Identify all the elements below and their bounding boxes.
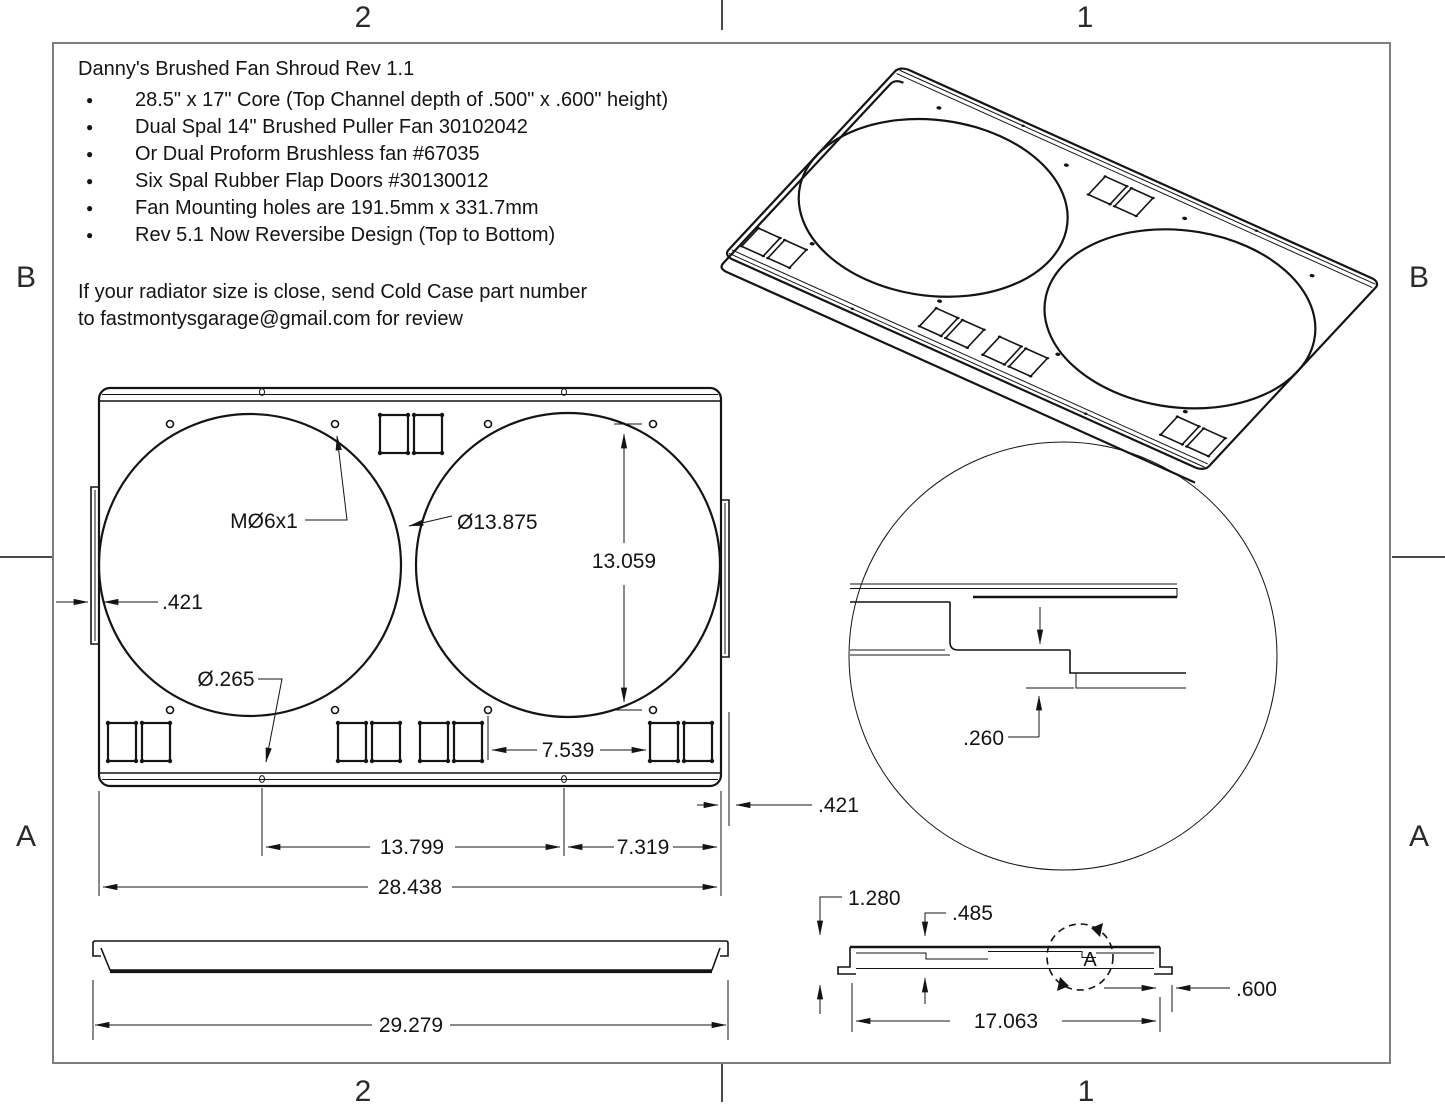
note-text: 28.5" x 17" Core (Top Channel depth of .… [135,89,669,111]
zone-label-top-1: 1 [1076,1,1094,34]
note-bullet: ● Dual Spal 14" Brushed Puller Fan 301020… [78,114,718,141]
note-text: Rev 5.1 Now Reversibe Design (Top to Bot… [135,224,556,246]
contact-line: If your radiator size is close, send Col… [78,281,588,303]
detail-callout-circle [1046,923,1114,991]
detail-callout-label: A [1083,949,1097,971]
dim-section-height: 1.280 [848,887,901,910]
drawing-title: Danny's Brushed Fan Shroud Rev 1.1 [78,58,415,80]
iso-fan-opening-right [995,194,1365,444]
zone-label-left-a: A [15,820,37,853]
iso-mounting-holes [809,106,1315,415]
dim-strip-hole-spacing: 13.799 [380,836,444,859]
contact-note: If your radiator size is close, send Col… [78,279,718,333]
isometric-view [718,66,1380,483]
dim-mount-hole-dia: Ø.265 [197,668,254,691]
note-text: Dual Spal 14" Brushed Puller Fan 3010204… [135,116,528,138]
front-view: MØ6x1 Ø13.875 13.059 .421 Ø.265 7.539 .4… [56,386,859,899]
dim-right-edge-offset: .421 [818,794,859,817]
fan-opening-right [414,411,722,719]
detail-callout-arrow [1057,977,1069,991]
note-bullet: ● Rev 5.1 Now Reversibe Design (Top to Bo… [78,222,718,249]
contact-line: to fastmontysgarage@gmail.com for review [78,308,463,330]
note-bullet: ● Fan Mounting holes are 191.5mm x 331.7m… [78,195,718,222]
dim-inner-width: 17.063 [974,1010,1038,1033]
side-view: 29.279 [92,940,729,1040]
note-bullet: ● 28.5" x 17" Core (Top Channel depth of … [78,87,718,114]
zone-label-right-a: A [1408,820,1430,853]
zone-label-right-b: B [1408,261,1430,294]
iso-flap-door-openings [739,80,1364,458]
note-text: Fan Mounting holes are 191.5mm x 331.7mm [135,197,539,219]
dim-strip-hole-edge: 7.319 [617,836,670,859]
iso-fan-opening-left [750,84,1117,332]
dim-fan-hole-vspacing: 13.059 [592,550,656,573]
bullet-icon: ● [86,228,94,242]
bullet-icon: ● [86,93,94,107]
zone-tick-top [721,0,723,30]
dim-left-edge-offset: .421 [162,591,203,614]
dim-overall-width: 28.438 [378,876,442,899]
bullet-icon: ● [86,147,94,161]
note-text: Or Dual Proform Brushless fan #67035 [135,143,480,165]
dim-channel-depth: .485 [952,902,993,925]
zone-tick-left [0,556,52,558]
dim-thread-callout: MØ6x1 [230,510,298,533]
dim-fan-opening-dia: Ø13.875 [457,511,538,534]
zone-tick-bottom [721,1064,723,1102]
dim-fan-hole-hspacing: 7.539 [542,739,595,762]
note-bullet: ● Six Spal Rubber Flap Doors #30130012 [78,168,718,195]
zone-tick-right [1392,556,1445,558]
section-view: A 1.280 .485 17.063 .600 [816,887,1277,1033]
bullet-icon: ● [86,174,94,188]
zone-label-left-b: B [15,261,37,294]
dim-detail-step: .260 [963,727,1004,750]
dim-flange-width: .600 [1236,978,1277,1001]
flap-door-openings [105,412,715,764]
zone-label-bottom-1: 1 [1077,1075,1095,1108]
detail-view: .260 [848,441,1278,871]
note-bullet: ● Or Dual Proform Brushless fan #67035 [78,141,718,168]
sheet-border [52,42,1391,1064]
bullet-icon: ● [86,120,94,134]
dim-side-overall-width: 29.279 [379,1014,443,1037]
fan-opening-left [97,412,403,718]
bullet-icon: ● [86,201,94,215]
notes-block: Danny's Brushed Fan Shroud Rev 1.1 ● 28.5… [78,56,718,333]
zone-label-top-2: 2 [354,1,372,34]
zone-label-bottom-2: 2 [354,1075,372,1108]
mounting-holes [165,388,658,783]
note-text: Six Spal Rubber Flap Doors #30130012 [135,170,489,192]
detail-callout-arrow [1091,923,1103,937]
